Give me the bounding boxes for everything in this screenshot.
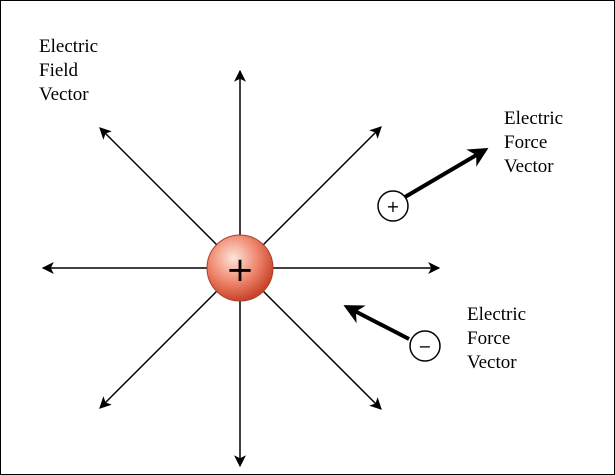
force-vector-positive-line-3: Vector (504, 155, 563, 179)
field-arrow-down-right (263, 291, 381, 409)
field-arrow-up-left (100, 128, 217, 245)
field-arrow-up-right (263, 127, 381, 245)
positive-test-charge: + (378, 150, 485, 221)
negative-test-charge: − (347, 307, 440, 361)
field-vector-label-line-3: Vector (39, 83, 98, 107)
force-vector-label-positive: Electric Force Vector (504, 107, 563, 179)
force-vector-label-negative: Electric Force Vector (467, 303, 526, 375)
force-vector-positive-line-1: Electric (504, 107, 563, 131)
force-vector-negative-line-3: Vector (467, 351, 526, 375)
negative-test-charge-symbol: − (418, 337, 431, 356)
source-charge-symbol: + (226, 250, 255, 290)
source-charge: + (207, 235, 273, 301)
field-vector-label: Electric Field Vector (39, 35, 98, 107)
force-vector-positive-line-2: Force (504, 131, 563, 155)
force-arrow-negative (347, 307, 409, 339)
force-vector-negative-line-1: Electric (467, 303, 526, 327)
positive-test-charge-symbol: + (386, 197, 399, 216)
field-arrow-down-left (100, 291, 217, 408)
force-vector-negative-line-2: Force (467, 327, 526, 351)
field-vector-label-line-1: Electric (39, 35, 98, 59)
field-vector-label-line-2: Field (39, 59, 98, 83)
force-arrow-positive (405, 150, 485, 197)
